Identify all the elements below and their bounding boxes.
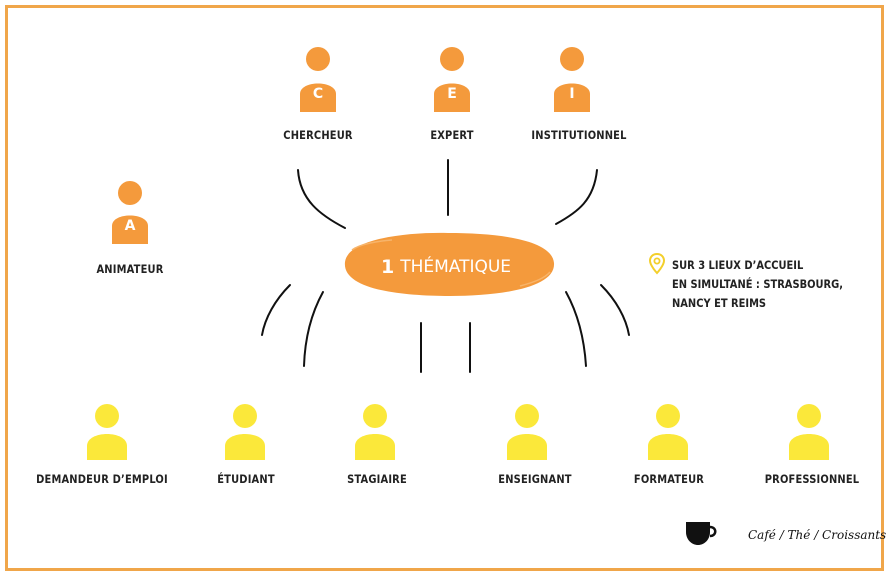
participant-label: STAGIAIRE bbox=[347, 472, 407, 486]
person-icon bbox=[648, 404, 688, 460]
person-icon bbox=[789, 404, 829, 460]
location-text: SUR 3 LIEUX D’ACCUEIL EN SIMULTANÉ : STR… bbox=[672, 256, 871, 313]
location-line-1: SUR 3 LIEUX D’ACCUEIL bbox=[672, 258, 804, 272]
person-icon bbox=[87, 404, 127, 460]
person-icon bbox=[300, 47, 336, 112]
connector-left-inner bbox=[303, 291, 324, 367]
location-line-3: NANCY ET REIMS bbox=[672, 296, 767, 310]
role-letter: I bbox=[569, 86, 575, 102]
connector-right-inner bbox=[565, 291, 587, 367]
role-letter: A bbox=[124, 218, 136, 234]
center-theme-label: 1 THÉMATIQUE bbox=[337, 237, 555, 297]
participant-label: PROFESSIONNEL bbox=[764, 472, 860, 486]
person-icon bbox=[225, 404, 265, 460]
person-icon bbox=[355, 404, 395, 460]
person-icon bbox=[507, 404, 547, 460]
role-letter: E bbox=[447, 86, 457, 102]
role-label: EXPERT bbox=[430, 128, 474, 142]
person-icon bbox=[112, 181, 148, 244]
theme-text: THÉMATIQUE bbox=[400, 257, 512, 277]
role-label: ANIMATEUR bbox=[96, 262, 164, 276]
connector-left-outer bbox=[261, 284, 291, 336]
location-line-2: EN SIMULTANÉ : STRASBOURG, bbox=[672, 277, 844, 291]
connector-right-outer bbox=[600, 284, 630, 336]
theme-count: 1 bbox=[380, 256, 395, 278]
person-icon bbox=[554, 47, 590, 112]
role-label: INSTITUTIONNEL bbox=[531, 128, 627, 142]
coffee-cup-icon bbox=[686, 522, 717, 545]
page-frame bbox=[5, 5, 884, 571]
role-letter: C bbox=[312, 86, 324, 102]
participant-label: ÉTUDIANT bbox=[217, 472, 275, 486]
connector-institutionnel bbox=[555, 169, 598, 225]
role-label: CHERCHEUR bbox=[283, 128, 353, 142]
connector-chercheur bbox=[297, 169, 346, 229]
participant-label: ENSEIGNANT bbox=[498, 472, 572, 486]
refreshments-text: Café / Thé / Croissants bbox=[748, 528, 887, 542]
participant-label: DEMANDEUR D’EMPLOI bbox=[36, 472, 168, 486]
person-icon bbox=[434, 47, 470, 112]
location-pin-icon bbox=[648, 252, 666, 275]
participant-label: FORMATEUR bbox=[633, 472, 705, 486]
